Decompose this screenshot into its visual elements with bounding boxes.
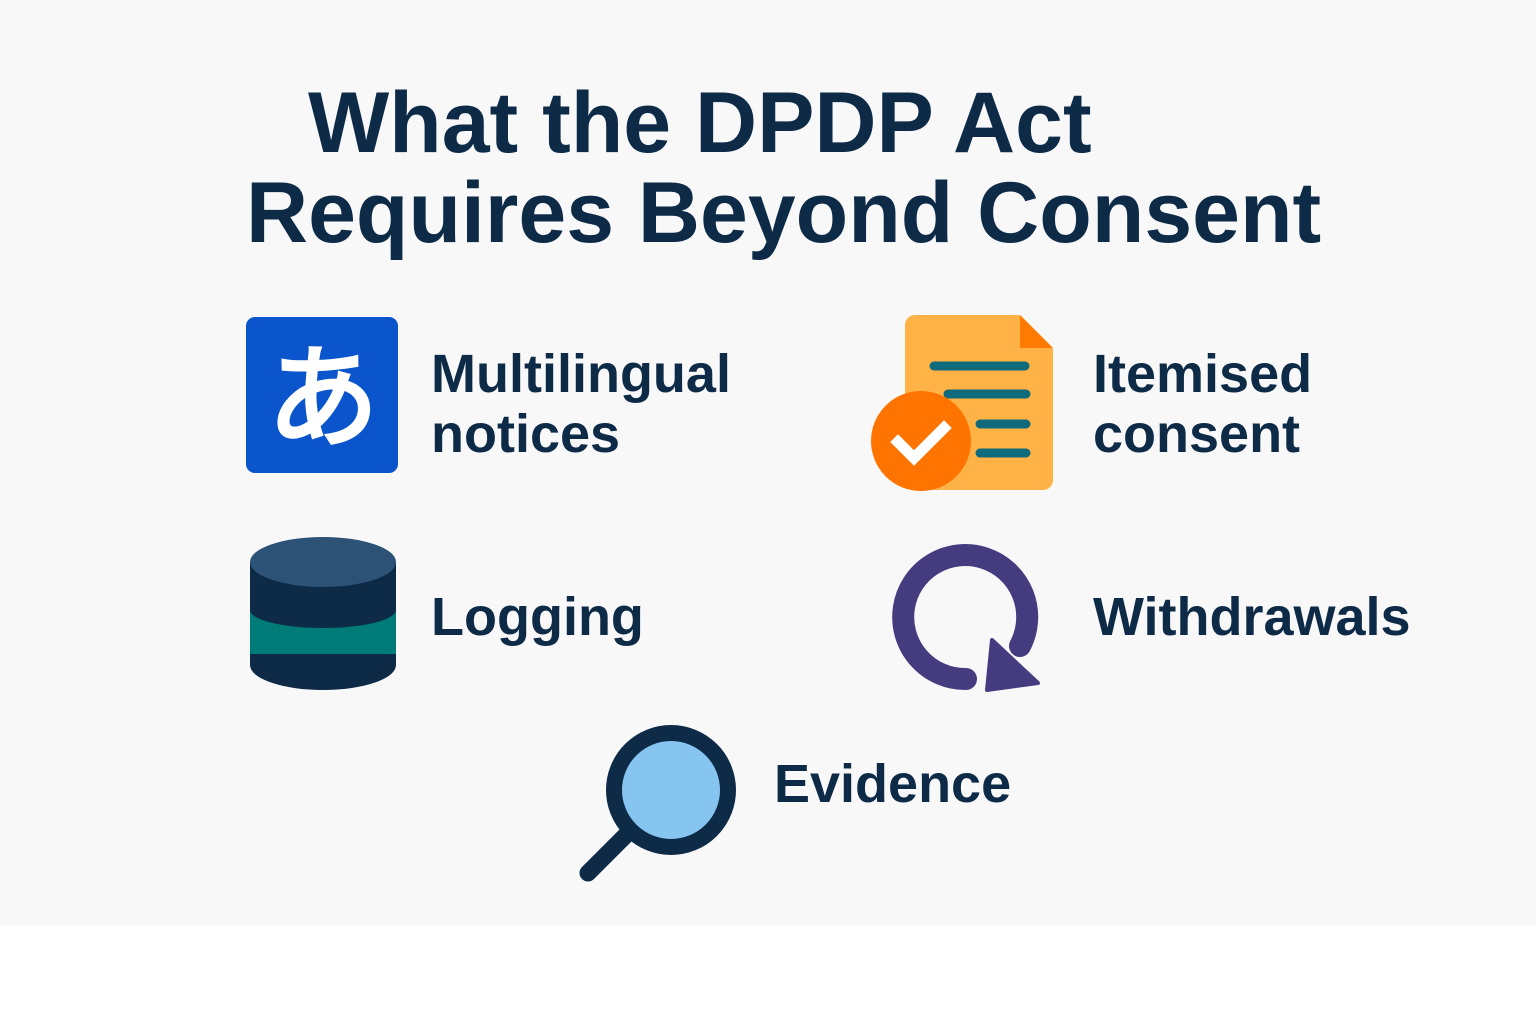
language-glyph: あ <box>267 334 379 464</box>
document-check-icon <box>871 315 1053 491</box>
language-icon: あ <box>246 317 398 473</box>
infographic-canvas: What the DPDP Act Requires Beyond Consen… <box>246 75 1411 882</box>
item-label-line-2: notices <box>431 404 621 464</box>
icons-layer: あ <box>246 315 1053 882</box>
title-line-1: What the DPDP Act <box>308 75 1092 171</box>
refresh-arrow-icon <box>892 544 1040 692</box>
item-label-line-1: Multilingual <box>431 344 731 404</box>
item-withdrawals: Withdrawals <box>1093 587 1411 647</box>
item-evidence: Evidence <box>774 754 1012 814</box>
item-label-line-2: consent <box>1093 404 1301 464</box>
item-label-line-1: Itemised <box>1093 344 1313 404</box>
database-icon <box>250 537 396 690</box>
item-logging: Logging <box>431 587 644 647</box>
magnifier-icon <box>579 725 736 882</box>
title-line-2: Requires Beyond Consent <box>246 165 1322 261</box>
